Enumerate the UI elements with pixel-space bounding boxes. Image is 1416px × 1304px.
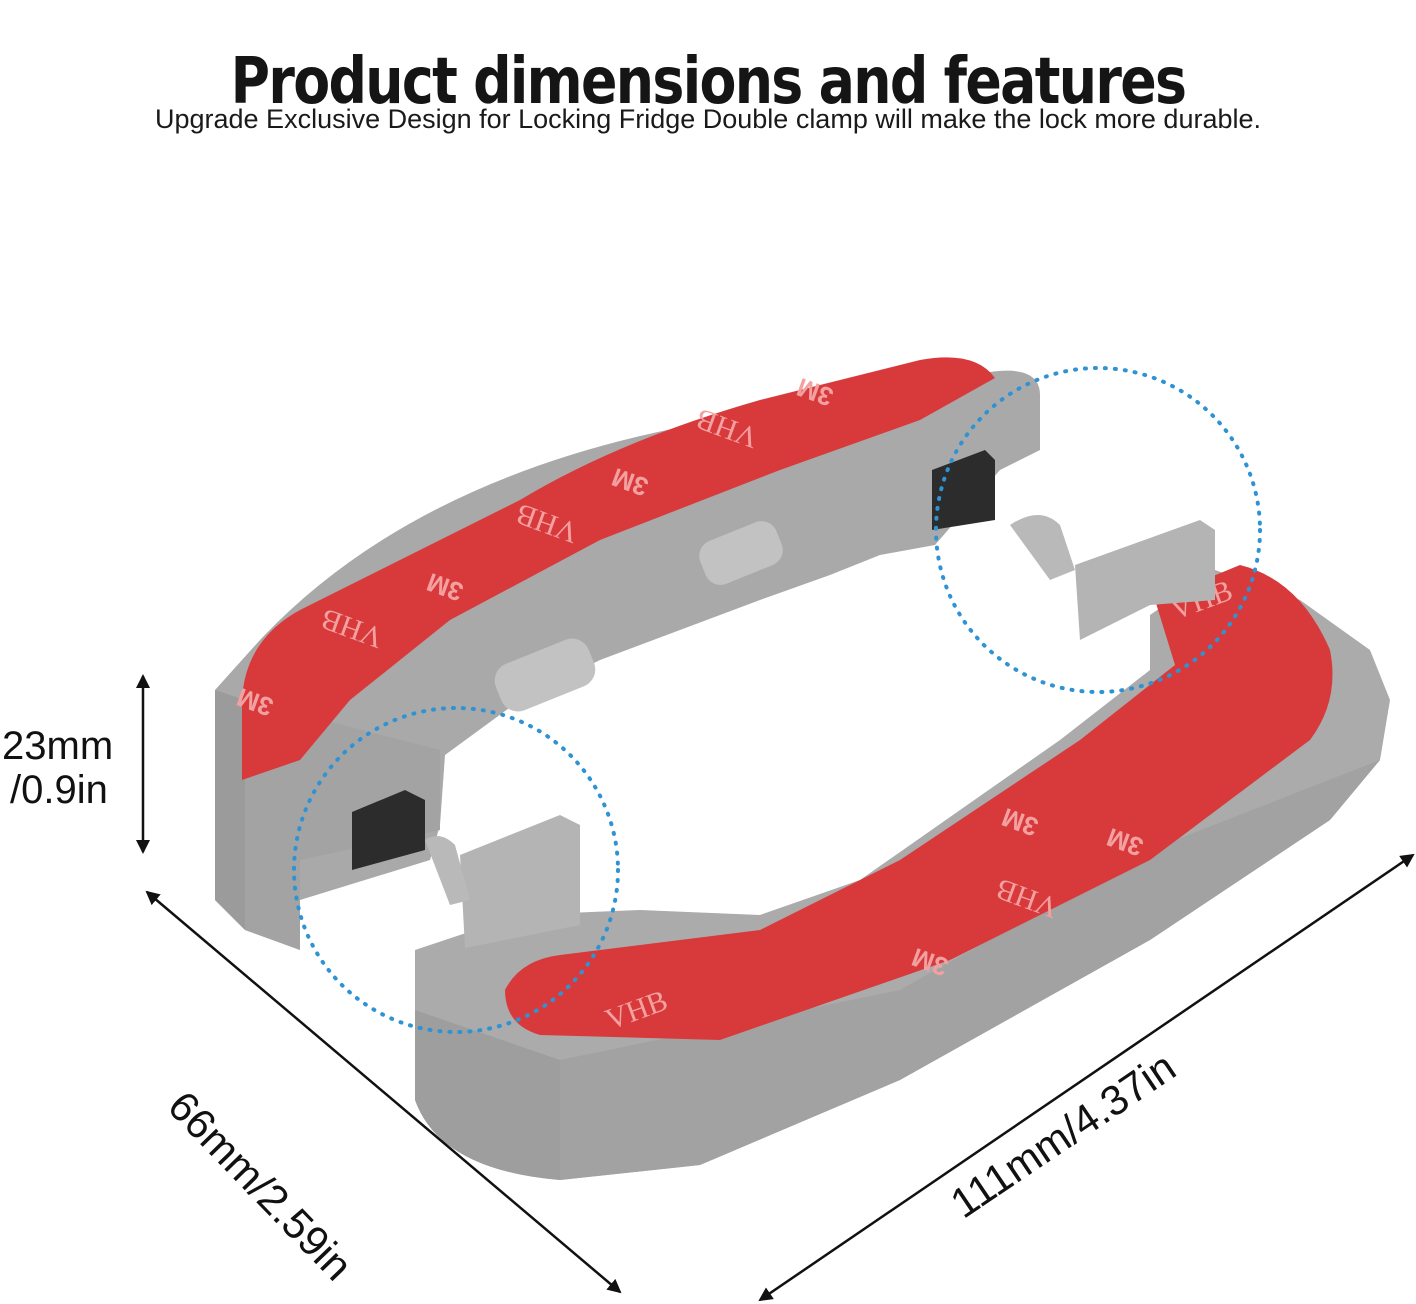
clamp-detail-highlight [934,366,1262,694]
upper-clamp [215,370,1040,951]
height-dimension-mm: 23mm [2,724,114,768]
height-dimension-in: /0.9in [10,768,108,812]
width-dimension-arrow [758,853,1415,1302]
upper-adhesive-tape [242,357,995,780]
height-dimension-label: 23mm /0.9in [2,724,113,812]
feature-subtitle: Upgrade Exclusive Design for Locking Fri… [154,104,1261,134]
clamp-detail-highlight [292,706,620,1034]
page-title: Product dimensions and features [230,44,1187,119]
depth-dimension-arrow [145,890,622,1294]
lock-slider-buttons [494,521,783,712]
